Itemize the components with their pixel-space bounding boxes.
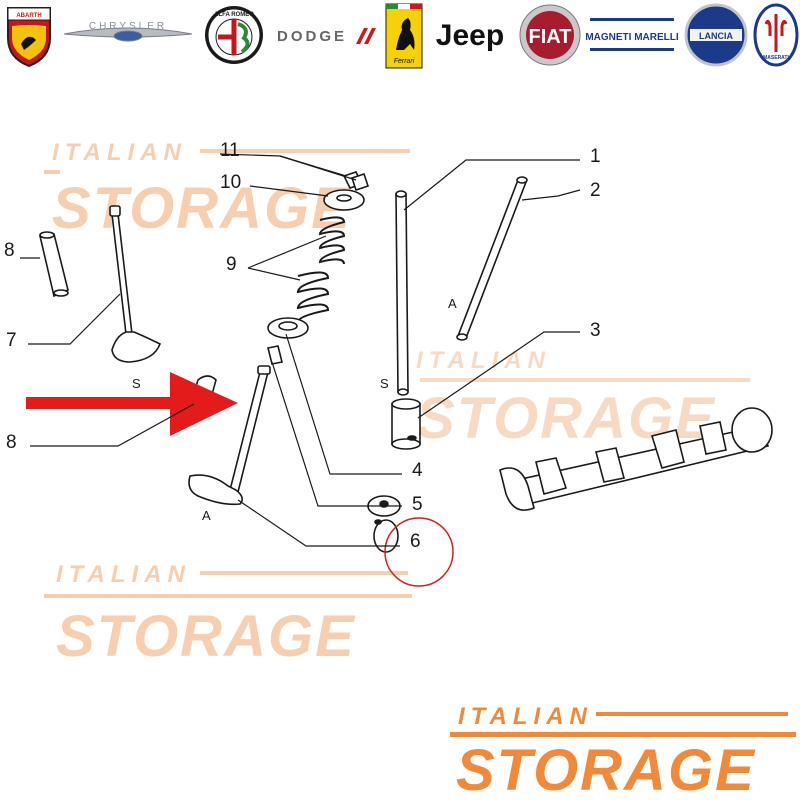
spring-seat	[267, 317, 309, 339]
callout-6: 6	[410, 531, 421, 552]
abarth-logo: ABARTH	[7, 7, 51, 68]
label-exhaust-valve-side: S	[132, 376, 141, 391]
watermark-bottom-line2: STORAGE	[56, 604, 356, 669]
ferrari-logo-label: Ferrari	[394, 58, 415, 65]
callout-1: 1	[590, 146, 601, 167]
chrysler-logo-label: CHRYSLER	[89, 21, 167, 32]
italian-storage-footer-logo: ITALIAN STORAGE	[450, 703, 796, 800]
watermark-top-line2: STORAGE	[52, 176, 352, 241]
dodge-logo-label: DODGE	[277, 28, 347, 45]
valve-springs	[296, 216, 346, 323]
alfa-romeo-logo-label: ALFA ROMEO	[214, 12, 254, 18]
magneti-marelli-logo: MAGNETI MARELLI	[585, 18, 679, 51]
jeep-logo: Jeep	[436, 19, 504, 52]
label-intake-valve-side: A	[202, 508, 211, 523]
magneti-marelli-logo-label: MAGNETI MARELLI	[585, 32, 679, 43]
watermark-middle: ITALIAN STORAGE	[416, 347, 750, 451]
callout-8-top: 8	[4, 240, 15, 261]
fiat-logo-label: FIAT	[529, 26, 572, 48]
watermark-bottom: ITALIAN STORAGE	[44, 561, 412, 669]
callout-8-bottom: 8	[6, 432, 17, 453]
valve-guide-exhaust	[39, 231, 69, 298]
callout-numbers: 1 2 3 4 5 6 7 8 8 9 10 11	[4, 140, 601, 552]
callout-2: 2	[590, 180, 601, 201]
lancia-logo: LANCIA	[684, 3, 748, 67]
callout-5: 5	[412, 494, 423, 515]
chrysler-logo: CHRYSLER	[63, 21, 193, 42]
tappet	[391, 398, 421, 450]
callout-7: 7	[6, 330, 17, 351]
callout-3: 3	[590, 320, 601, 341]
callout-9: 9	[226, 254, 237, 275]
pushrod-short	[456, 176, 528, 341]
callout-6-highlight-circle	[384, 517, 454, 587]
leader-lines	[20, 153, 581, 547]
footer-logo-line1: ITALIAN	[458, 703, 593, 730]
callout-10: 10	[220, 172, 241, 193]
valve-seat-insert	[367, 495, 401, 553]
watermark-bottom-line1: ITALIAN	[56, 561, 191, 588]
callout-11: 11	[220, 140, 240, 161]
red-arrow	[26, 372, 238, 436]
callout-4: 4	[412, 460, 423, 481]
brand-logo-bar: ABARTH CHRYSLER ALFA ROMEO DODGE Ferrari…	[7, 3, 799, 69]
jeep-logo-label: Jeep	[436, 19, 504, 52]
footer-logo-line2: STORAGE	[456, 738, 756, 800]
maserati-logo-label: MASERATI	[763, 55, 789, 61]
valve-exhaust	[109, 205, 162, 363]
watermark-middle-line1: ITALIAN	[416, 347, 551, 374]
spring-retainer	[323, 189, 365, 211]
dodge-logo: DODGE	[277, 28, 376, 45]
camshaft	[499, 407, 773, 511]
valve-stem-seal	[267, 345, 283, 365]
fiat-logo: FIAT	[519, 4, 581, 66]
label-exhaust-pushrod-side: S	[380, 376, 389, 391]
valve-keepers	[342, 171, 370, 192]
maserati-logo: MASERATI	[753, 3, 799, 67]
label-intake-pushrod-side: A	[448, 296, 457, 311]
ferrari-logo: Ferrari	[385, 3, 423, 69]
valve-intake	[188, 365, 271, 506]
watermark-top: ITALIAN STORAGE	[44, 139, 410, 241]
abarth-logo-label: ABARTH	[16, 13, 41, 19]
alfa-romeo-logo: ALFA ROMEO	[205, 6, 263, 64]
lancia-logo-label: LANCIA	[699, 31, 733, 41]
side-labels: S S A A	[132, 296, 457, 523]
pushrod-long	[395, 190, 409, 396]
watermark-top-line1: ITALIAN	[52, 139, 187, 166]
